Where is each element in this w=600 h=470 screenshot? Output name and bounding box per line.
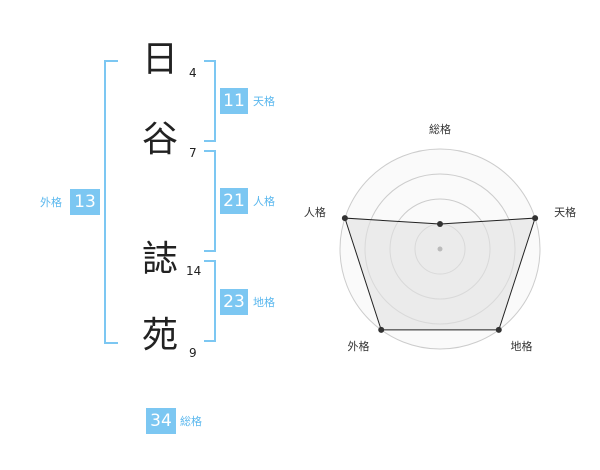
soukaku-label: 総格 bbox=[180, 415, 202, 428]
chikaku-badge: 23 bbox=[220, 289, 248, 315]
radar-axis-label-3: 地格 bbox=[511, 339, 533, 353]
tenkaku-badge: 11 bbox=[220, 88, 248, 114]
radar-point-2 bbox=[532, 215, 539, 222]
stroke-count-4: 9 bbox=[189, 346, 197, 360]
name-char-1: 日 bbox=[141, 39, 178, 80]
radar-axis-label-2: 天格 bbox=[554, 205, 576, 219]
soukaku-badge: 34 bbox=[146, 408, 176, 434]
name-char-4: 苑 bbox=[141, 315, 178, 356]
name-char-2: 谷 bbox=[141, 119, 178, 160]
radar-point-4 bbox=[378, 326, 385, 333]
stroke-count-1: 4 bbox=[189, 66, 197, 80]
chikaku-label: 地格 bbox=[253, 296, 275, 309]
stroke-count-2: 7 bbox=[189, 146, 197, 160]
radar-series-area bbox=[344, 217, 536, 331]
gaikaku-label: 外格 bbox=[40, 196, 62, 209]
jinkaku-bracket bbox=[204, 150, 216, 252]
radar-axis-label-1: 総格 bbox=[429, 122, 451, 136]
tenkaku-label: 天格 bbox=[253, 95, 275, 108]
gaikaku-badge: 13 bbox=[70, 189, 100, 215]
radar-axis-label-5: 人格 bbox=[304, 205, 326, 219]
radar-point-3 bbox=[495, 326, 502, 333]
chikaku-bracket bbox=[204, 260, 216, 342]
radar-center-dot bbox=[437, 246, 443, 252]
jinkaku-badge: 21 bbox=[220, 188, 248, 214]
jinkaku-label: 人格 bbox=[253, 195, 275, 208]
radar-axis-label-4: 外格 bbox=[348, 339, 370, 353]
gaikaku-bracket bbox=[104, 60, 118, 344]
radar-point-1 bbox=[437, 221, 443, 227]
stroke-count-3: 14 bbox=[186, 264, 202, 278]
tenkaku-bracket bbox=[204, 60, 216, 142]
radar-point-5 bbox=[341, 215, 348, 222]
name-char-3: 誌 bbox=[141, 239, 178, 280]
